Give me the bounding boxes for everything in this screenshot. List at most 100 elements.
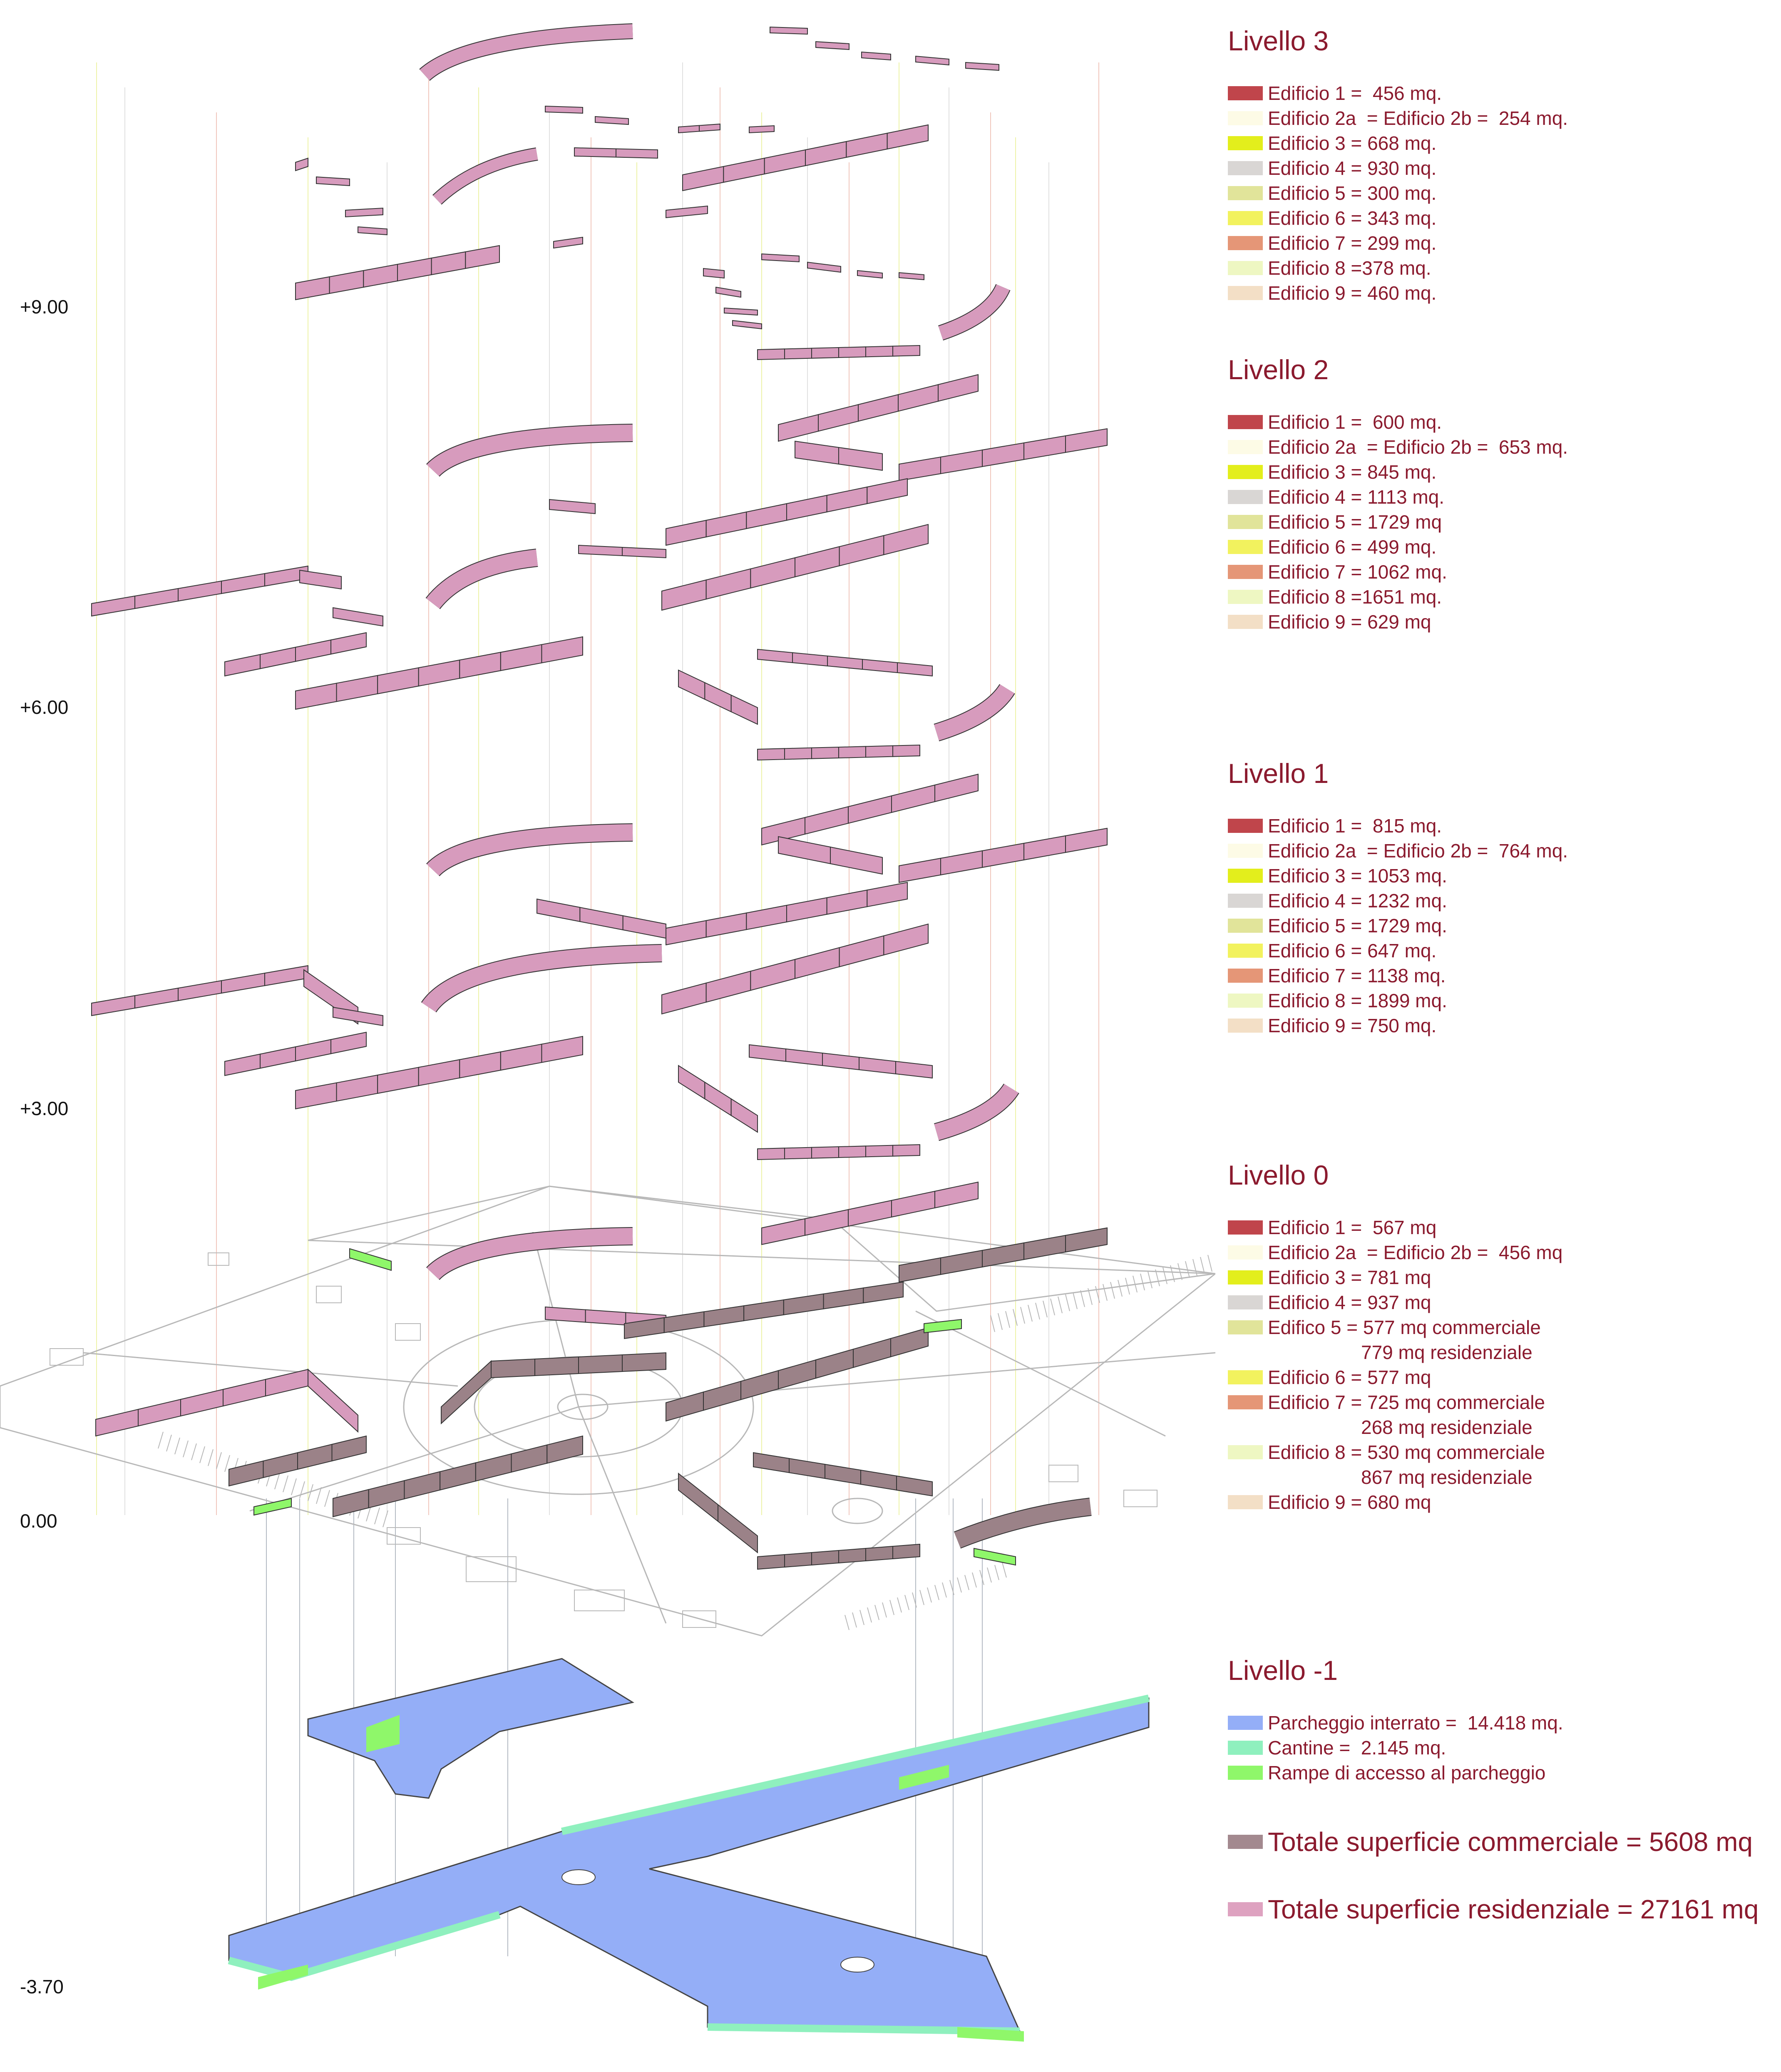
block-unit <box>753 1452 790 1473</box>
building-block <box>333 1435 583 1518</box>
block-unit <box>705 511 747 538</box>
legend-label: Edificio 3 = 668 mq. <box>1268 132 1437 154</box>
block-unit <box>549 499 596 514</box>
block-unit <box>666 205 708 219</box>
parking-stall <box>291 1478 297 1496</box>
block-unit <box>345 207 383 218</box>
building-block <box>678 669 758 725</box>
building-block <box>345 207 383 218</box>
block-unit <box>940 850 983 876</box>
building-block <box>595 116 629 125</box>
building-block <box>333 607 383 627</box>
block-unit <box>295 639 331 662</box>
legend-label: Edificio 3 = 781 mq <box>1268 1267 1431 1288</box>
parking-stall <box>191 1443 197 1461</box>
legend-swatch <box>1228 944 1263 958</box>
building-block <box>308 1368 358 1433</box>
block-unit <box>377 667 419 695</box>
parking-stall <box>1073 1292 1078 1309</box>
block-unit <box>757 648 793 663</box>
block-unit <box>860 1469 897 1491</box>
block-unit <box>892 1543 920 1560</box>
legend-row: Edificio 3 = 781 mq <box>1228 1265 1562 1290</box>
legend-label: Edificio 9 = 460 mq. <box>1268 282 1437 304</box>
block-unit <box>705 568 751 600</box>
basement-skylight <box>840 1957 874 1973</box>
block-unit <box>333 607 383 627</box>
legend-label: Edificio 1 = 600 mq. <box>1268 411 1442 433</box>
block-unit <box>899 1257 941 1283</box>
legend-label: Totale superficie residenziale = 27161 m… <box>1268 1894 1759 1924</box>
block-unit <box>723 157 765 183</box>
legend-label: Edificio 1 = 567 mq <box>1268 1217 1437 1238</box>
legend-row: 779 mq residenziale <box>1228 1340 1562 1365</box>
parking-stall <box>174 1437 180 1455</box>
block-unit <box>761 1218 805 1245</box>
legend-swatch <box>1228 1741 1263 1755</box>
block-unit <box>865 1145 893 1158</box>
block-unit <box>815 1349 854 1379</box>
block-unit <box>546 1435 583 1464</box>
parking-stall <box>934 1585 939 1600</box>
building-block <box>753 1452 933 1497</box>
block-unit <box>858 394 899 422</box>
block-unit <box>811 1550 839 1566</box>
building-block <box>857 270 883 279</box>
parking-stall <box>1185 1261 1190 1278</box>
block-unit <box>792 652 828 667</box>
building-block <box>749 125 775 134</box>
legend-label: Edificio 6 = 577 mq <box>1268 1366 1431 1388</box>
block-unit <box>861 51 891 61</box>
parking-stall <box>216 1452 222 1469</box>
block-unit <box>826 889 868 915</box>
parking-stall <box>274 1472 280 1490</box>
block-unit <box>545 105 583 114</box>
legend-row: Edificio 3 = 845 mq. <box>1228 460 1568 484</box>
block-unit <box>892 1144 920 1157</box>
total-residential: Totale superficie residenziale = 27161 m… <box>1228 1891 1759 1928</box>
basement-parking-level <box>228 1658 1150 2042</box>
legend-row: Edificio 2a = Edificio 2b = 764 mq. <box>1228 838 1568 863</box>
parking-stall <box>1035 1302 1040 1320</box>
building-block <box>749 1044 933 1079</box>
building-block <box>229 1435 367 1487</box>
legend-level-title: Livello 1 <box>1228 758 1329 789</box>
upper-floor-blocks <box>91 23 1108 1570</box>
block-unit <box>331 1435 367 1462</box>
legend-label: 867 mq residenziale <box>1361 1466 1533 1488</box>
block-unit <box>459 1051 501 1078</box>
legend-swatch <box>1228 1295 1263 1309</box>
legend-label: Edificio 3 = 1053 mq. <box>1268 865 1447 887</box>
block-unit <box>263 1452 298 1478</box>
block-unit <box>938 374 979 402</box>
block-unit <box>805 1209 849 1236</box>
legend-row: Edificio 4 = 930 mq. <box>1228 156 1568 181</box>
block-unit <box>368 1480 405 1508</box>
parking-stall <box>283 1475 288 1493</box>
block-unit <box>795 440 839 465</box>
legend-swatch <box>1228 1370 1263 1384</box>
building-block <box>761 1181 979 1245</box>
curved-block <box>938 284 1010 340</box>
block-unit <box>221 573 265 594</box>
legend-row: Edificio 2a = Edificio 2b = 254 mq. <box>1228 106 1568 131</box>
legend-row: Edificio 1 = 456 mq. <box>1228 81 1568 106</box>
block-unit <box>616 148 658 159</box>
block-unit <box>178 980 222 1001</box>
legend-row: Edificio 2a = Edificio 2b = 456 mq <box>1228 1240 1562 1265</box>
surrounding-building <box>50 1348 84 1366</box>
block-unit <box>826 486 868 513</box>
legend-swatch <box>1228 286 1263 300</box>
block-unit <box>778 836 831 865</box>
block-unit <box>778 1359 816 1390</box>
site-plan-outline <box>0 1185 1215 1637</box>
block-unit <box>897 662 933 677</box>
block-unit <box>1023 1235 1066 1260</box>
legend-row: Edificio 9 = 750 mq. <box>1228 1013 1568 1038</box>
block-unit <box>898 384 939 412</box>
block-unit <box>718 1503 758 1554</box>
elevation-label-minus-3-70: -3.70 <box>20 1976 64 1997</box>
building-block <box>295 1036 583 1110</box>
block-unit <box>358 226 387 236</box>
